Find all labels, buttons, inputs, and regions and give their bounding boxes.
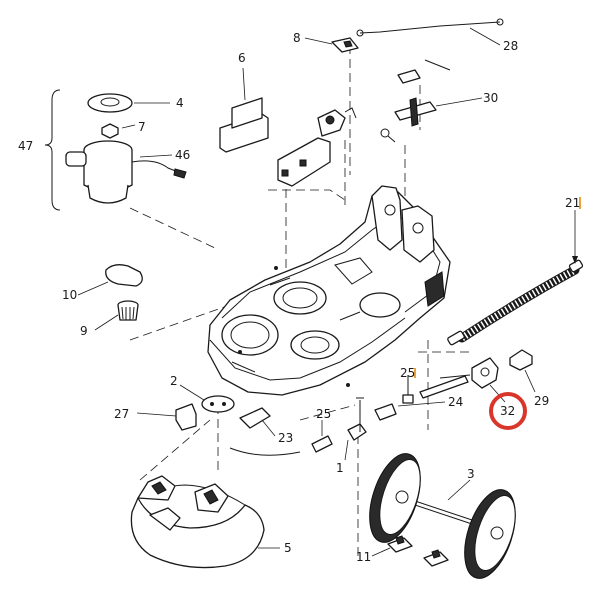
- assembly-guide-lines: [129, 45, 470, 560]
- label-32: 32: [500, 404, 515, 418]
- part-1-bracket: [344, 397, 367, 461]
- part-3-wheel-assembly: [369, 453, 516, 579]
- label-29: 29: [534, 394, 549, 408]
- part-28-cable: [356, 18, 504, 46]
- label-25-upper: 25: [400, 366, 415, 380]
- label-10: 10: [62, 288, 77, 302]
- part-10-filter-pad: [77, 264, 143, 296]
- label-3: 3: [467, 467, 475, 481]
- part-24-tube: [374, 375, 469, 421]
- label-25-lower: 25: [316, 407, 331, 421]
- accent-mark-25: [414, 368, 416, 378]
- label-47: 47: [18, 139, 33, 153]
- label-46: 46: [175, 148, 190, 162]
- part-2-cap: [179, 384, 235, 413]
- label-1: 1: [336, 461, 344, 475]
- label-5: 5: [284, 541, 292, 555]
- part-25-pin-lower: [311, 420, 333, 453]
- label-6: 6: [238, 51, 246, 65]
- part-29-fitting: [509, 349, 536, 393]
- part-27-clip: [136, 403, 197, 431]
- part-32-valve: [439, 357, 506, 403]
- part-21-hose: [447, 210, 584, 346]
- highlight-ring-32: [489, 392, 527, 430]
- label-24: 24: [448, 395, 463, 409]
- label-4: 4: [176, 96, 184, 110]
- accent-mark-21: [579, 197, 581, 209]
- part-47-motor-assembly: [44, 89, 187, 211]
- label-21: 21: [565, 196, 580, 210]
- part-9-filter: [94, 300, 139, 331]
- part-6-bracket: [219, 67, 269, 153]
- part-23-connector: [229, 407, 301, 456]
- label-2: 2: [170, 374, 178, 388]
- part-25-pin-upper: [402, 375, 414, 404]
- label-11: 11: [356, 550, 371, 564]
- label-28: 28: [503, 39, 518, 53]
- label-23: 23: [278, 431, 293, 445]
- label-27: 27: [114, 407, 129, 421]
- label-9: 9: [80, 324, 88, 338]
- callout-labels: 8 28 6 30 4 7 47 46 21 10 9 2 25 24 29 2…: [18, 31, 580, 564]
- part-11-clips: [371, 535, 449, 567]
- part-30-actuator: [380, 59, 483, 143]
- part-8-clip: [304, 37, 359, 53]
- chassis-housing: [207, 185, 451, 396]
- label-8: 8: [293, 31, 301, 45]
- label-7: 7: [138, 120, 146, 134]
- label-30: 30: [483, 91, 498, 105]
- switch-plate: [277, 107, 357, 187]
- part-5-bumper: [130, 475, 280, 569]
